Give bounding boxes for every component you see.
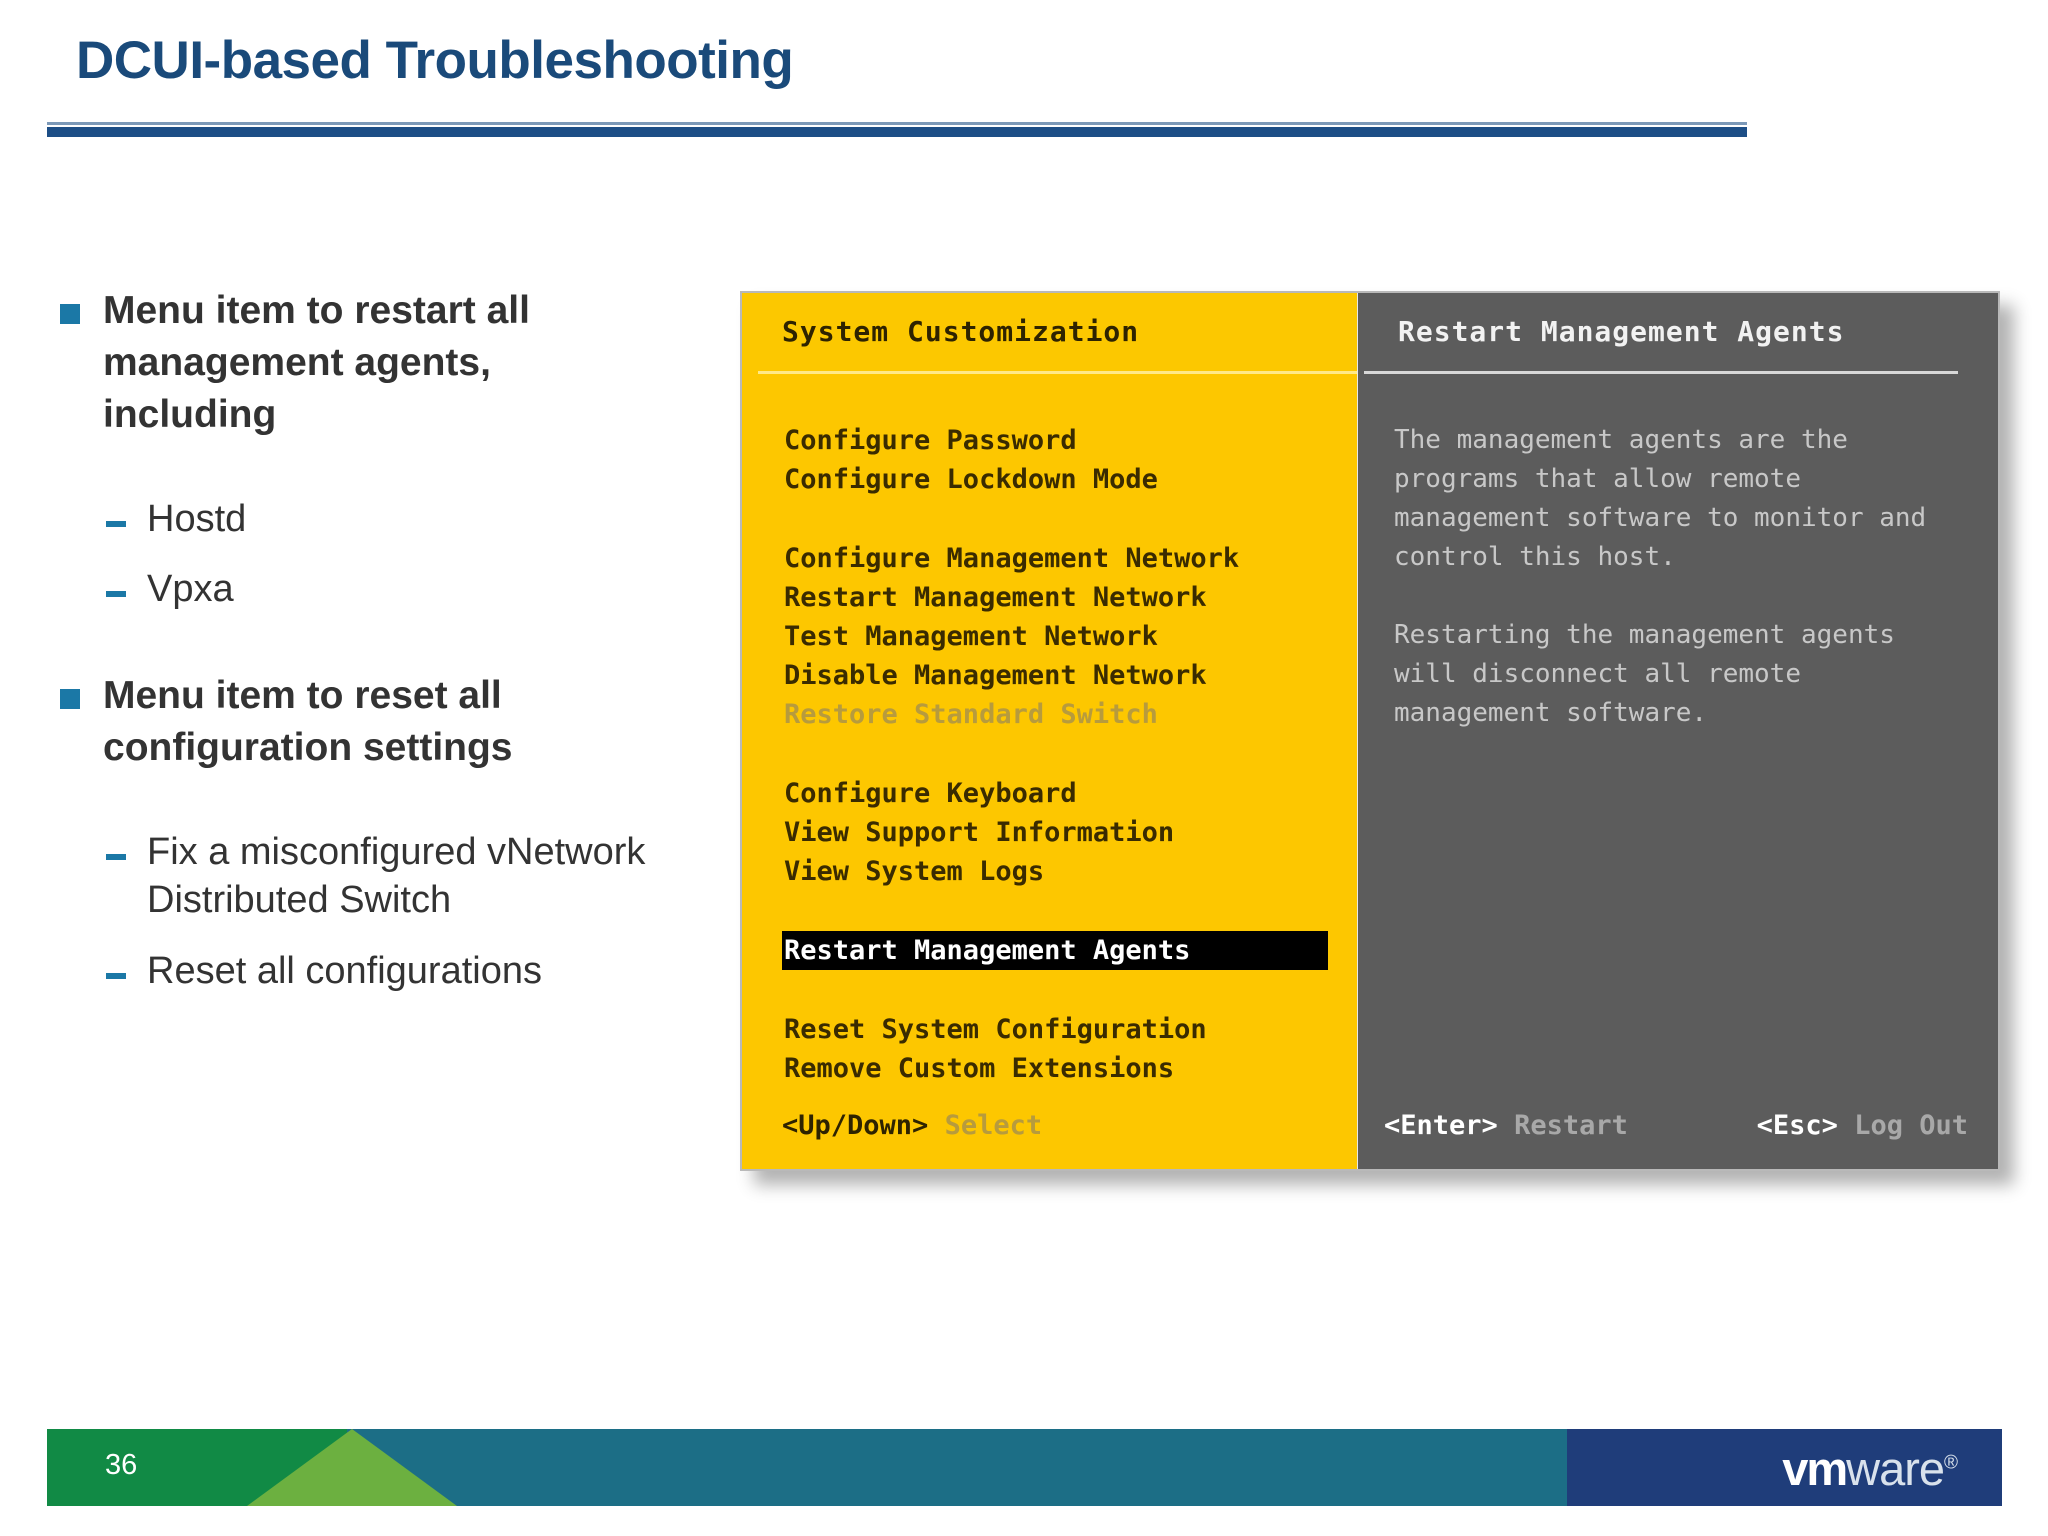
updown-action-label: Select — [944, 1110, 1043, 1141]
menu-item-test-management-network[interactable]: Test Management Network — [784, 621, 1158, 652]
description-line: management software. — [1394, 698, 1708, 728]
description-line: programs that allow remote — [1394, 464, 1801, 494]
esc-key-hint: <Esc> — [1756, 1110, 1838, 1141]
page-number: 36 — [105, 1449, 138, 1481]
dcui-right-header-divider — [1364, 371, 1958, 374]
menu-row: Configure Management Network — [782, 539, 1347, 578]
sub-bullet-item-reset-all: Reset all configurations — [106, 947, 680, 996]
description-line: will disconnect all remote — [1394, 659, 1801, 689]
menu-group-spacer — [782, 970, 1347, 1010]
sub-bullet-text: Vpxa — [147, 568, 234, 611]
bullet-text: Menu item to reset all configuration set… — [103, 673, 513, 769]
menu-group-spacer — [782, 891, 1347, 931]
footer-triangle-accent — [247, 1429, 457, 1506]
menu-item-configure-keyboard[interactable]: Configure Keyboard — [784, 778, 1077, 809]
menu-row: Configure Lockdown Mode — [782, 460, 1347, 499]
sub-bullet-text: Hostd — [147, 497, 247, 540]
dcui-left-panel: System Customization Configure Password … — [742, 293, 1358, 1169]
menu-group-spacer — [782, 734, 1347, 774]
description-line: management software to monitor and — [1394, 503, 1927, 533]
sub-bullet-text: Reset all configurations — [147, 949, 542, 992]
sub-bullet-item-vpxa: Vpxa — [106, 565, 680, 614]
menu-group-spacer — [782, 499, 1347, 539]
menu-item-disable-management-network[interactable]: Disable Management Network — [784, 660, 1207, 691]
dcui-left-header-title: System Customization — [782, 315, 1140, 348]
enter-key-hint: <Enter> — [1384, 1110, 1498, 1141]
menu-row: Test Management Network — [782, 617, 1347, 656]
updown-key-hint: <Up/Down> — [782, 1110, 929, 1141]
menu-item-configure-password[interactable]: Configure Password — [784, 425, 1077, 456]
menu-item-restore-standard-switch: Restore Standard Switch — [784, 699, 1158, 730]
dcui-screenshot: System Customization Configure Password … — [740, 291, 2000, 1171]
dash-bullet-icon — [106, 520, 126, 527]
menu-item-view-support-information[interactable]: View Support Information — [784, 817, 1175, 848]
title-underline — [47, 127, 1747, 137]
menu-row: Restart Management Agents — [782, 931, 1347, 970]
vmware-logo-vm: vm — [1782, 1442, 1848, 1495]
menu-row: Restore Standard Switch — [782, 695, 1347, 734]
square-bullet-icon — [60, 304, 80, 324]
page-title: DCUI-based Troubleshooting — [76, 31, 794, 90]
registered-trademark-icon: ® — [1944, 1452, 1958, 1474]
menu-item-remove-custom-extensions[interactable]: Remove Custom Extensions — [784, 1053, 1175, 1084]
bullet-text: Menu item to restart all management agen… — [103, 289, 530, 436]
dcui-right-footer: <Enter> Restart <Esc> Log Out — [1384, 1110, 1968, 1141]
title-underline-light — [47, 122, 1747, 125]
dash-bullet-icon — [106, 853, 126, 860]
menu-row: View System Logs — [782, 852, 1347, 891]
dash-bullet-icon — [106, 591, 126, 598]
dcui-left-footer: <Up/Down> Select — [782, 1110, 1042, 1141]
esc-key-hint-group: <Esc> Log Out — [1757, 1110, 1968, 1141]
enter-key-hint-group: <Enter> Restart — [1384, 1110, 1628, 1141]
esc-action-label: Log Out — [1854, 1110, 1968, 1141]
menu-row: Remove Custom Extensions — [782, 1049, 1347, 1088]
menu-row: Configure Password — [782, 421, 1347, 460]
menu-item-configure-lockdown-mode[interactable]: Configure Lockdown Mode — [784, 464, 1158, 495]
dcui-right-header: Restart Management Agents — [1358, 293, 1998, 371]
slide-footer: 36 vmware® — [47, 1429, 2002, 1506]
bullet-item-2: Menu item to reset all configuration set… — [60, 670, 680, 774]
vmware-logo-ware: ware — [1846, 1442, 1945, 1495]
sub-bullet-item-hostd: Hostd — [106, 495, 680, 544]
bullet-item-1: Menu item to restart all management agen… — [60, 285, 680, 441]
description-line: control this host. — [1394, 542, 1676, 572]
menu-item-restart-management-agents-selected[interactable]: Restart Management Agents — [782, 931, 1329, 970]
dcui-left-header-divider — [758, 371, 1357, 374]
sub-bullet-text: Fix a misconfigured vNetwork Distributed… — [147, 830, 646, 922]
menu-item-reset-system-configuration[interactable]: Reset System Configuration — [784, 1014, 1207, 1045]
dcui-left-header: System Customization — [742, 293, 1357, 371]
vmware-logo: vmware® — [1782, 1441, 1958, 1496]
description-line: The management agents are the — [1394, 425, 1848, 455]
bullet-list: Menu item to restart all management agen… — [60, 285, 680, 1017]
menu-row: Reset System Configuration — [782, 1010, 1347, 1049]
menu-item-view-system-logs[interactable]: View System Logs — [784, 856, 1045, 887]
footer-navy-block — [1567, 1429, 2002, 1506]
dcui-menu[interactable]: Configure Password Configure Lockdown Mo… — [782, 421, 1347, 1088]
dcui-right-panel: Restart Management Agents The management… — [1358, 293, 1998, 1169]
dcui-description: The management agents are the programs t… — [1394, 421, 1970, 733]
sub-bullet-item-fix-vds: Fix a misconfigured vNetwork Distributed… — [106, 828, 680, 925]
dcui-right-header-title: Restart Management Agents — [1398, 315, 1845, 348]
menu-row: Configure Keyboard — [782, 774, 1347, 813]
menu-item-configure-management-network[interactable]: Configure Management Network — [784, 543, 1240, 574]
menu-row: View Support Information — [782, 813, 1347, 852]
description-line: Restarting the management agents — [1394, 620, 1895, 650]
enter-action-label: Restart — [1514, 1110, 1628, 1141]
square-bullet-icon — [60, 688, 80, 709]
menu-item-restart-management-network[interactable]: Restart Management Network — [784, 582, 1207, 613]
paragraph-gap — [1394, 577, 1970, 616]
dash-bullet-icon — [106, 972, 126, 979]
menu-row: Restart Management Network — [782, 578, 1347, 617]
menu-row: Disable Management Network — [782, 656, 1347, 695]
